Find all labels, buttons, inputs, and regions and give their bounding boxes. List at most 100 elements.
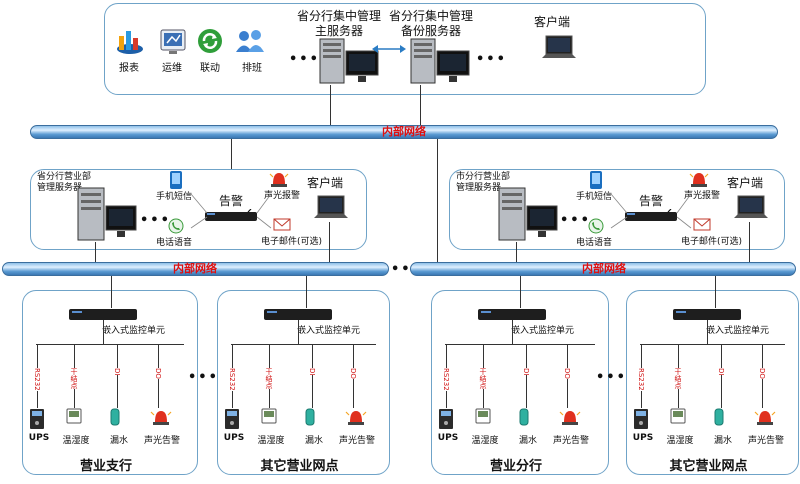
sensor-label: 漏水 bbox=[304, 436, 324, 446]
site-title: 其它营业网点 bbox=[260, 459, 339, 474]
unit-down-link bbox=[103, 320, 104, 344]
water-leak-sensor-icon bbox=[304, 408, 316, 426]
mid-right-alarm-label: 告警 bbox=[639, 194, 664, 208]
site-panel bbox=[217, 290, 390, 475]
unit-branch-bar bbox=[640, 344, 785, 345]
sensor-drop-line bbox=[526, 344, 527, 408]
sensor-drop-line bbox=[312, 344, 313, 408]
bottom-dots-right: ••• bbox=[596, 370, 627, 385]
report-chart-icon bbox=[115, 28, 145, 56]
thermo-hygrometer-icon bbox=[261, 408, 277, 424]
embedded-monitor-unit-label: 嵌入式监控单元 bbox=[297, 326, 361, 336]
sensor-label: 漏水 bbox=[109, 436, 129, 446]
site-title: 营业支行 bbox=[79, 459, 133, 474]
app-label-schedule: 排班 bbox=[242, 63, 262, 74]
main-server-icon bbox=[318, 37, 380, 85]
sensor-label: 漏水 bbox=[713, 436, 733, 446]
sensor-label: 声光告警 bbox=[552, 436, 590, 446]
app-label-maintenance: 运维 bbox=[162, 63, 182, 74]
mid-left-server-icon bbox=[76, 186, 138, 242]
network-bus-top-label: 内部网络 bbox=[382, 125, 426, 138]
mid-right-voice-label: 电话语音 bbox=[576, 238, 613, 248]
backup-server-label: 省分行集中管理 备份服务器 bbox=[388, 9, 474, 38]
bottom-dots-left: ••• bbox=[188, 370, 219, 385]
interface-label: RS232 bbox=[228, 368, 236, 391]
mid-right-server-label: 市分行营业部 管理服务器 bbox=[456, 172, 511, 193]
unit-down-link bbox=[707, 320, 708, 344]
water-leak-sensor-icon bbox=[713, 408, 725, 426]
maintenance-icon bbox=[160, 29, 186, 55]
top-dots-right: ••• bbox=[476, 52, 507, 67]
interface-label: RS232 bbox=[442, 368, 450, 391]
site-bus-link bbox=[520, 276, 521, 308]
thermo-hygrometer-icon bbox=[475, 408, 491, 424]
ups-icon bbox=[633, 408, 649, 430]
interface-label: RS232 bbox=[33, 368, 41, 391]
sensor-label: 漏水 bbox=[518, 436, 538, 446]
mid-right-laptop-icon bbox=[733, 194, 769, 222]
mid-right-call-icon bbox=[588, 218, 604, 234]
embedded-monitor-unit-label: 嵌入式监控单元 bbox=[511, 326, 575, 336]
network-bus-left bbox=[2, 262, 389, 276]
mid-right-sound-light-label: 声光报警 bbox=[684, 191, 721, 201]
mid-left-alarm-links bbox=[185, 186, 280, 236]
backup-server-icon bbox=[409, 37, 471, 85]
siren-icon bbox=[150, 408, 172, 426]
ups-icon bbox=[438, 408, 454, 430]
interface-label: DI bbox=[113, 368, 121, 376]
sensor-label: 声光告警 bbox=[338, 436, 376, 446]
interface-label: DI bbox=[308, 368, 316, 376]
mid-right-client-label: 客户端 bbox=[727, 176, 764, 190]
server-sync-arrow bbox=[372, 44, 406, 54]
water-leak-sensor-icon bbox=[109, 408, 121, 426]
interface-label: DO bbox=[563, 368, 571, 379]
interface-label: DI bbox=[717, 368, 725, 376]
app-label-link: 联动 bbox=[200, 63, 220, 74]
site-title: 营业分行 bbox=[489, 459, 543, 474]
mid-left-email-icon bbox=[273, 218, 291, 231]
thermo-hygrometer-icon bbox=[66, 408, 82, 424]
embedded-monitor-unit-icon bbox=[68, 306, 138, 322]
interface-label: DO bbox=[758, 368, 766, 379]
mid-right-siren-icon bbox=[689, 170, 709, 188]
interface-label: RS232 bbox=[637, 368, 645, 391]
mid-left-voice-label: 电话语音 bbox=[156, 238, 193, 248]
site-panel bbox=[431, 290, 609, 475]
ups-icon bbox=[224, 408, 240, 430]
mid-right-email-icon bbox=[693, 218, 711, 231]
mid-left-dots: ••• bbox=[140, 213, 171, 228]
mid-right-alarm-box-icon bbox=[624, 209, 678, 223]
site-title: 其它营业网点 bbox=[669, 459, 748, 474]
top-client-laptop-icon bbox=[541, 34, 577, 62]
site-panel bbox=[626, 290, 799, 475]
sensor-drop-line bbox=[117, 344, 118, 408]
network-bus-right-label: 内部网络 bbox=[582, 262, 626, 275]
embedded-monitor-unit-icon bbox=[263, 306, 333, 322]
link-refresh-icon bbox=[197, 28, 223, 54]
mid-left-sms-label: 手机短信 bbox=[156, 192, 193, 202]
mid-right-server-icon bbox=[497, 186, 559, 242]
siren-icon bbox=[345, 408, 367, 426]
embedded-monitor-unit-label: 嵌入式监控单元 bbox=[706, 326, 770, 336]
sensor-label: UPS bbox=[28, 433, 50, 443]
mid-left-sound-light-label: 声光报警 bbox=[264, 191, 301, 201]
interface-label: 干结点 bbox=[479, 368, 487, 389]
sensor-label: 温湿度 bbox=[666, 436, 694, 446]
mid-left-bus-link-client bbox=[329, 222, 330, 262]
sensor-label: 声光告警 bbox=[143, 436, 181, 446]
network-bus-top bbox=[30, 125, 778, 139]
interface-label: DO bbox=[154, 368, 162, 379]
water-leak-sensor-icon bbox=[518, 408, 530, 426]
top-link-backup bbox=[420, 85, 421, 125]
mid-right-bus-link-client bbox=[749, 222, 750, 262]
top-client-label: 客户端 bbox=[534, 15, 571, 29]
mid-left-alarm-label: 告警 bbox=[219, 194, 244, 208]
unit-branch-bar bbox=[36, 344, 184, 345]
embedded-monitor-unit-label: 嵌入式监控单元 bbox=[102, 326, 166, 336]
sensor-drop-line bbox=[721, 344, 722, 408]
top-dots-left: ••• bbox=[289, 52, 320, 67]
site-bus-link bbox=[111, 276, 112, 308]
embedded-monitor-unit-icon bbox=[672, 306, 742, 322]
bus-link-right bbox=[437, 139, 438, 262]
sensor-label: 温湿度 bbox=[471, 436, 499, 446]
